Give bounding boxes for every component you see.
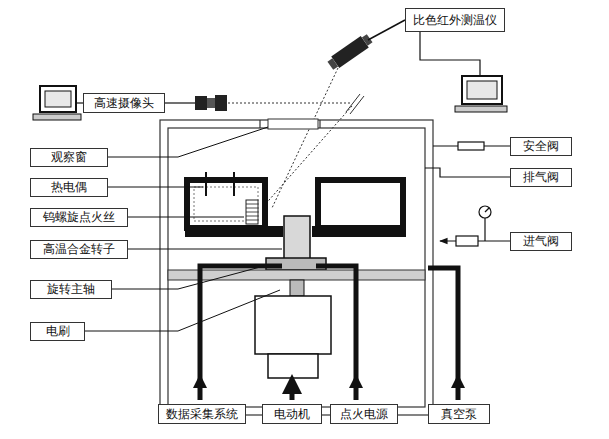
system-box: 电动机 (262, 404, 322, 424)
cable (76, 102, 83, 103)
label-text: 观察窗 (51, 150, 87, 165)
leader-line (85, 127, 282, 331)
system-box: 数据采集系统 (158, 404, 246, 424)
system-box: 点火电源 (330, 404, 398, 424)
label-text: 数据采集系统 (166, 407, 238, 422)
computer-icon (455, 76, 507, 112)
motor-body (255, 296, 331, 354)
part-label: 钨螺旋点火丝 (30, 208, 128, 227)
computer-icon (33, 86, 81, 120)
supply-line (200, 266, 458, 400)
arrow-head (193, 374, 465, 388)
motor-base (268, 354, 318, 378)
pyrometer-box: 比色红外测温仪 (405, 8, 505, 32)
label-text: 高速摄像头 (94, 96, 154, 111)
base-plate (168, 270, 425, 280)
shaft-coupling (290, 280, 304, 296)
cable (368, 20, 405, 40)
label-text: 安全阀 (523, 139, 559, 154)
alloy-rotor (284, 216, 310, 260)
label-text: 热电偶 (51, 180, 87, 195)
vacuum-chamber (160, 120, 433, 415)
part-label: 高温合金转子 (30, 240, 128, 259)
cable (420, 32, 480, 76)
valve-label: 排气阀 (510, 168, 572, 187)
thermocouple (206, 172, 234, 196)
part-label: 旋转主轴 (30, 280, 112, 299)
valve-label: 进气阀 (510, 232, 572, 251)
observation-window (268, 119, 318, 129)
label-text: 高温合金转子 (43, 242, 115, 257)
valve-line (425, 142, 510, 246)
part-label: 电刷 (30, 322, 85, 341)
label-text: 排气阀 (523, 170, 559, 185)
ignition-coil (246, 200, 258, 224)
valve-label: 安全阀 (510, 137, 572, 156)
system-box: 真空泵 (428, 404, 490, 424)
label-text: 真空泵 (441, 407, 477, 422)
label-text: 钨螺旋点火丝 (43, 210, 115, 225)
pyrometer-head (326, 33, 373, 72)
mirror (346, 94, 364, 114)
part-label: 热电偶 (30, 178, 108, 197)
part-label: 观察窗 (30, 148, 108, 167)
label-text: 电动机 (274, 407, 310, 422)
label-text: 进气阀 (523, 234, 559, 249)
label-text: 比色红外测温仪 (413, 13, 497, 28)
camera-lens (195, 95, 227, 111)
label-text: 点火电源 (340, 407, 388, 422)
cable (165, 102, 195, 103)
camera-box: 高速摄像头 (83, 93, 165, 113)
label-text: 旋转主轴 (47, 282, 95, 297)
label-text: 电刷 (46, 324, 70, 339)
